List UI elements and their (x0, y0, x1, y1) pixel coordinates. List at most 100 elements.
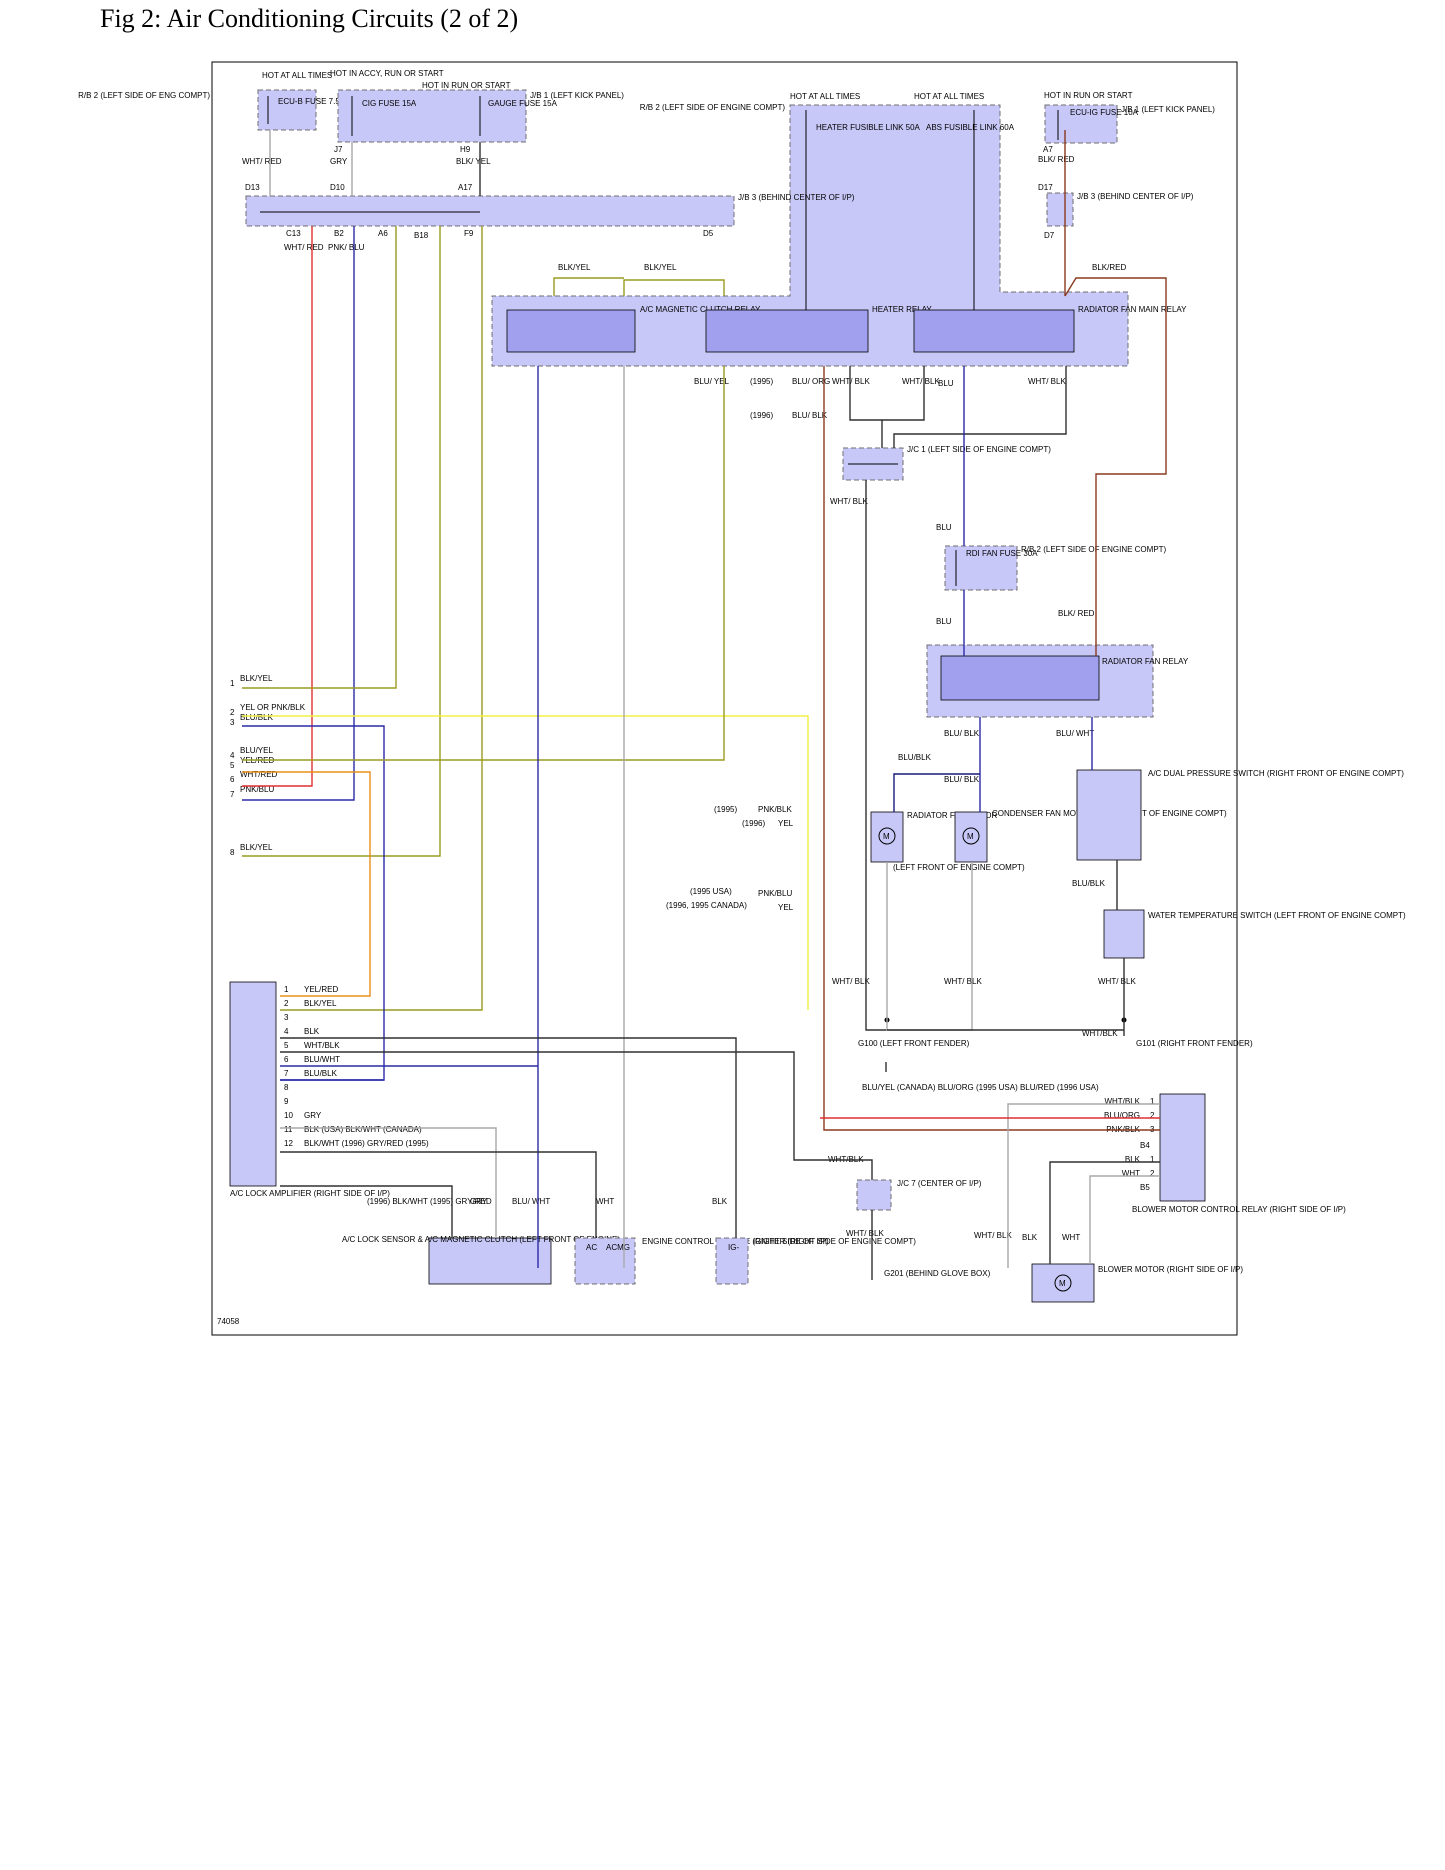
blower-relay-label: BLOWER MOTOR CONTROL RELAY (RIGHT SIDE O… (1132, 1205, 1346, 1214)
conn-j7: J7 (334, 145, 343, 154)
wl-blublk-dps: BLU/BLK (1072, 879, 1106, 888)
figure-number: 74058 (217, 1317, 240, 1326)
g101-label: G101 (RIGHT FRONT FENDER) (1136, 1039, 1253, 1048)
jc1-loc: J/C 1 (LEFT SIDE OF ENGINE COMPT) (907, 445, 1051, 454)
hot-all-times-3: HOT AT ALL TIMES (914, 92, 984, 101)
note-pnkblu: PNK/BLU (758, 889, 792, 898)
blower-pin-number: 1 (1150, 1155, 1155, 1164)
conn-b18: B18 (414, 231, 429, 240)
wires (242, 130, 1167, 1280)
radiator-fan-motor: M RADIATOR FAN MOTOR (LEFT FRONT OF ENGI… (870, 811, 1025, 872)
wire (1007, 1103, 1160, 1268)
amp-pin-number: 11 (284, 1125, 293, 1134)
note-pnkblk: PNK/BLK (758, 805, 792, 814)
wl-whtblk2: WHT/ BLK (902, 377, 940, 386)
fuse-ecuig: ECU-IG FUSE 10A J/B 1 (LEFT KICK PANEL) (1044, 104, 1215, 144)
radiator-fan-motor-loc: (LEFT FRONT OF ENGINE COMPT) (893, 863, 1025, 872)
wire (893, 366, 1067, 448)
note-1995: (1995) (714, 805, 737, 814)
wht-b: WHT (1062, 1233, 1080, 1242)
radiator-main-relay: RADIATOR FAN MAIN RELAY (913, 305, 1187, 353)
wl-whtblk-br: WHT/ BLK (974, 1231, 1012, 1240)
wl-whtred2: WHT/ RED (284, 243, 324, 252)
wl-blu1: BLU (938, 379, 954, 388)
heater-link-label: HEATER FUSIBLE LINK 50A (816, 123, 921, 132)
lock-sensor-label: A/C LOCK SENSOR & A/C MAGNETIC CLUTCH (L… (342, 1235, 620, 1244)
conn-a6: A6 (378, 229, 388, 238)
condenser-motor-icon (962, 827, 980, 845)
wire (280, 1151, 597, 1238)
left-pin-label: WHT/RED (240, 770, 278, 779)
wire (280, 226, 483, 1011)
hot-accy: HOT IN ACCY, RUN OR START (330, 69, 444, 78)
conn-c13: C13 (286, 229, 301, 238)
water-temp-label: WATER TEMPERATURE SWITCH (LEFT FRONT OF … (1148, 911, 1406, 920)
igniter-label: IGNITER (RIGHT SIDE OF ENGINE COMPT) (753, 1237, 916, 1246)
conn-f9: F9 (464, 229, 474, 238)
blower-motor-icon (1054, 1274, 1072, 1292)
amp-pin-number: 12 (284, 1139, 293, 1148)
blower-pin-label: WHT (1122, 1169, 1140, 1178)
amp-pin-number: 9 (284, 1097, 289, 1106)
wire (242, 366, 725, 761)
cig-label: CIG FUSE 15A (362, 99, 417, 108)
wire (280, 1051, 873, 1180)
conn-d5: D5 (703, 229, 714, 238)
amp-pin-label: BLK (304, 1027, 320, 1036)
amp-pin-label: BLU/WHT (304, 1055, 340, 1064)
amp-pin-label: WHT/BLK (304, 1041, 340, 1050)
wl-whtred: WHT/ RED (242, 157, 282, 166)
amp-pin-label: BLK (USA) BLK/WHT (CANADA) (304, 1125, 422, 1134)
amp-pin-label: GRY (304, 1111, 322, 1120)
ac-clutch-relay: A/C MAGNETIC CLUTCH RELAY (506, 305, 761, 353)
ac-clutch-relay-label: A/C MAGNETIC CLUTCH RELAY (640, 305, 761, 314)
blower-pin-label: BLU/ORG (1104, 1111, 1140, 1120)
blk-wire: BLK (712, 1197, 728, 1206)
note-yel: YEL (778, 819, 794, 828)
wl-whtblk-g2: WHT/ BLK (944, 977, 982, 986)
wl-blublk-h: BLU/BLK (898, 753, 932, 762)
fuse-rdi: RDI FAN FUSE 30A R/B 2 (LEFT SIDE OF ENG… (944, 545, 1167, 591)
hot-all-times-2: HOT AT ALL TIMES (790, 92, 860, 101)
wl-blublk: BLU/ BLK (792, 411, 828, 420)
amp-pin-label: BLK/WHT (1996) GRY/RED (1995) (304, 1139, 429, 1148)
jb3-right-loc: J/B 3 (BEHIND CENTER OF I/P) (1077, 192, 1194, 201)
hot-run-start-1: HOT IN RUN OR START (422, 81, 511, 90)
left-pin-number: 4 (230, 751, 235, 760)
rdi-label: RDI FAN FUSE 30A (966, 549, 1038, 558)
wl-blu2: BLU (936, 523, 952, 532)
wl-whtblk1: WHT/ BLK (832, 377, 870, 386)
note-canada: (1996, 1995 CANADA) (666, 901, 747, 910)
wl-blkyel-b: BLK/YEL (644, 263, 677, 272)
water-temp-switch: WATER TEMPERATURE SWITCH (LEFT FRONT OF … (1103, 909, 1406, 959)
wire (1049, 1161, 1160, 1264)
page-title: Fig 2: Air Conditioning Circuits (2 of 2… (100, 4, 519, 33)
lock-sensor-clutch: A/C LOCK SENSOR & A/C MAGNETIC CLUTCH (L… (342, 1235, 620, 1285)
ac-dual-pressure-switch: A/C DUAL PRESSURE SWITCH (RIGHT FRONT OF… (1076, 769, 1404, 861)
hot-all-times-1: HOT AT ALL TIMES (262, 71, 332, 80)
hot-run-start-2: HOT IN RUN OR START (1044, 91, 1133, 100)
left-pin-number: 2 (230, 708, 235, 717)
conn-a17: A17 (458, 183, 473, 192)
left-pin-number: 5 (230, 761, 235, 770)
wht-wire: WHT (596, 1197, 614, 1206)
wl-blkyel-a: BLK/YEL (558, 263, 591, 272)
radiator-motor-icon (878, 827, 896, 845)
g201-label: G201 (BEHIND GLOVE BOX) (884, 1269, 991, 1278)
amp-pin-number: 3 (284, 1013, 289, 1022)
rb2-left-loc: R/B 2 (LEFT SIDE OF ENG COMPT) (78, 91, 210, 100)
wire (1064, 277, 1167, 656)
wl-bluwht-rfr: BLU/ WHT (1056, 729, 1094, 738)
left-pin-number: 7 (230, 790, 235, 799)
wl-blkred2: BLK/RED (1092, 263, 1126, 272)
wl-blublk-cf: BLU/ BLK (944, 775, 980, 784)
amp-pin-number: 2 (284, 999, 289, 1008)
fuse-ecub: ECU-B FUSE 7.5A R/B 2 (LEFT SIDE OF ENG … (78, 89, 346, 131)
wire (553, 277, 624, 296)
svg-text:M: M (883, 832, 890, 841)
amp-pin-label: BLK/YEL (304, 999, 337, 1008)
conn-d7: D7 (1044, 231, 1055, 240)
ac-lock-amplifier: A/C LOCK AMPLIFIER (RIGHT SIDE OF I/P) (229, 981, 390, 1198)
wire (242, 226, 355, 801)
